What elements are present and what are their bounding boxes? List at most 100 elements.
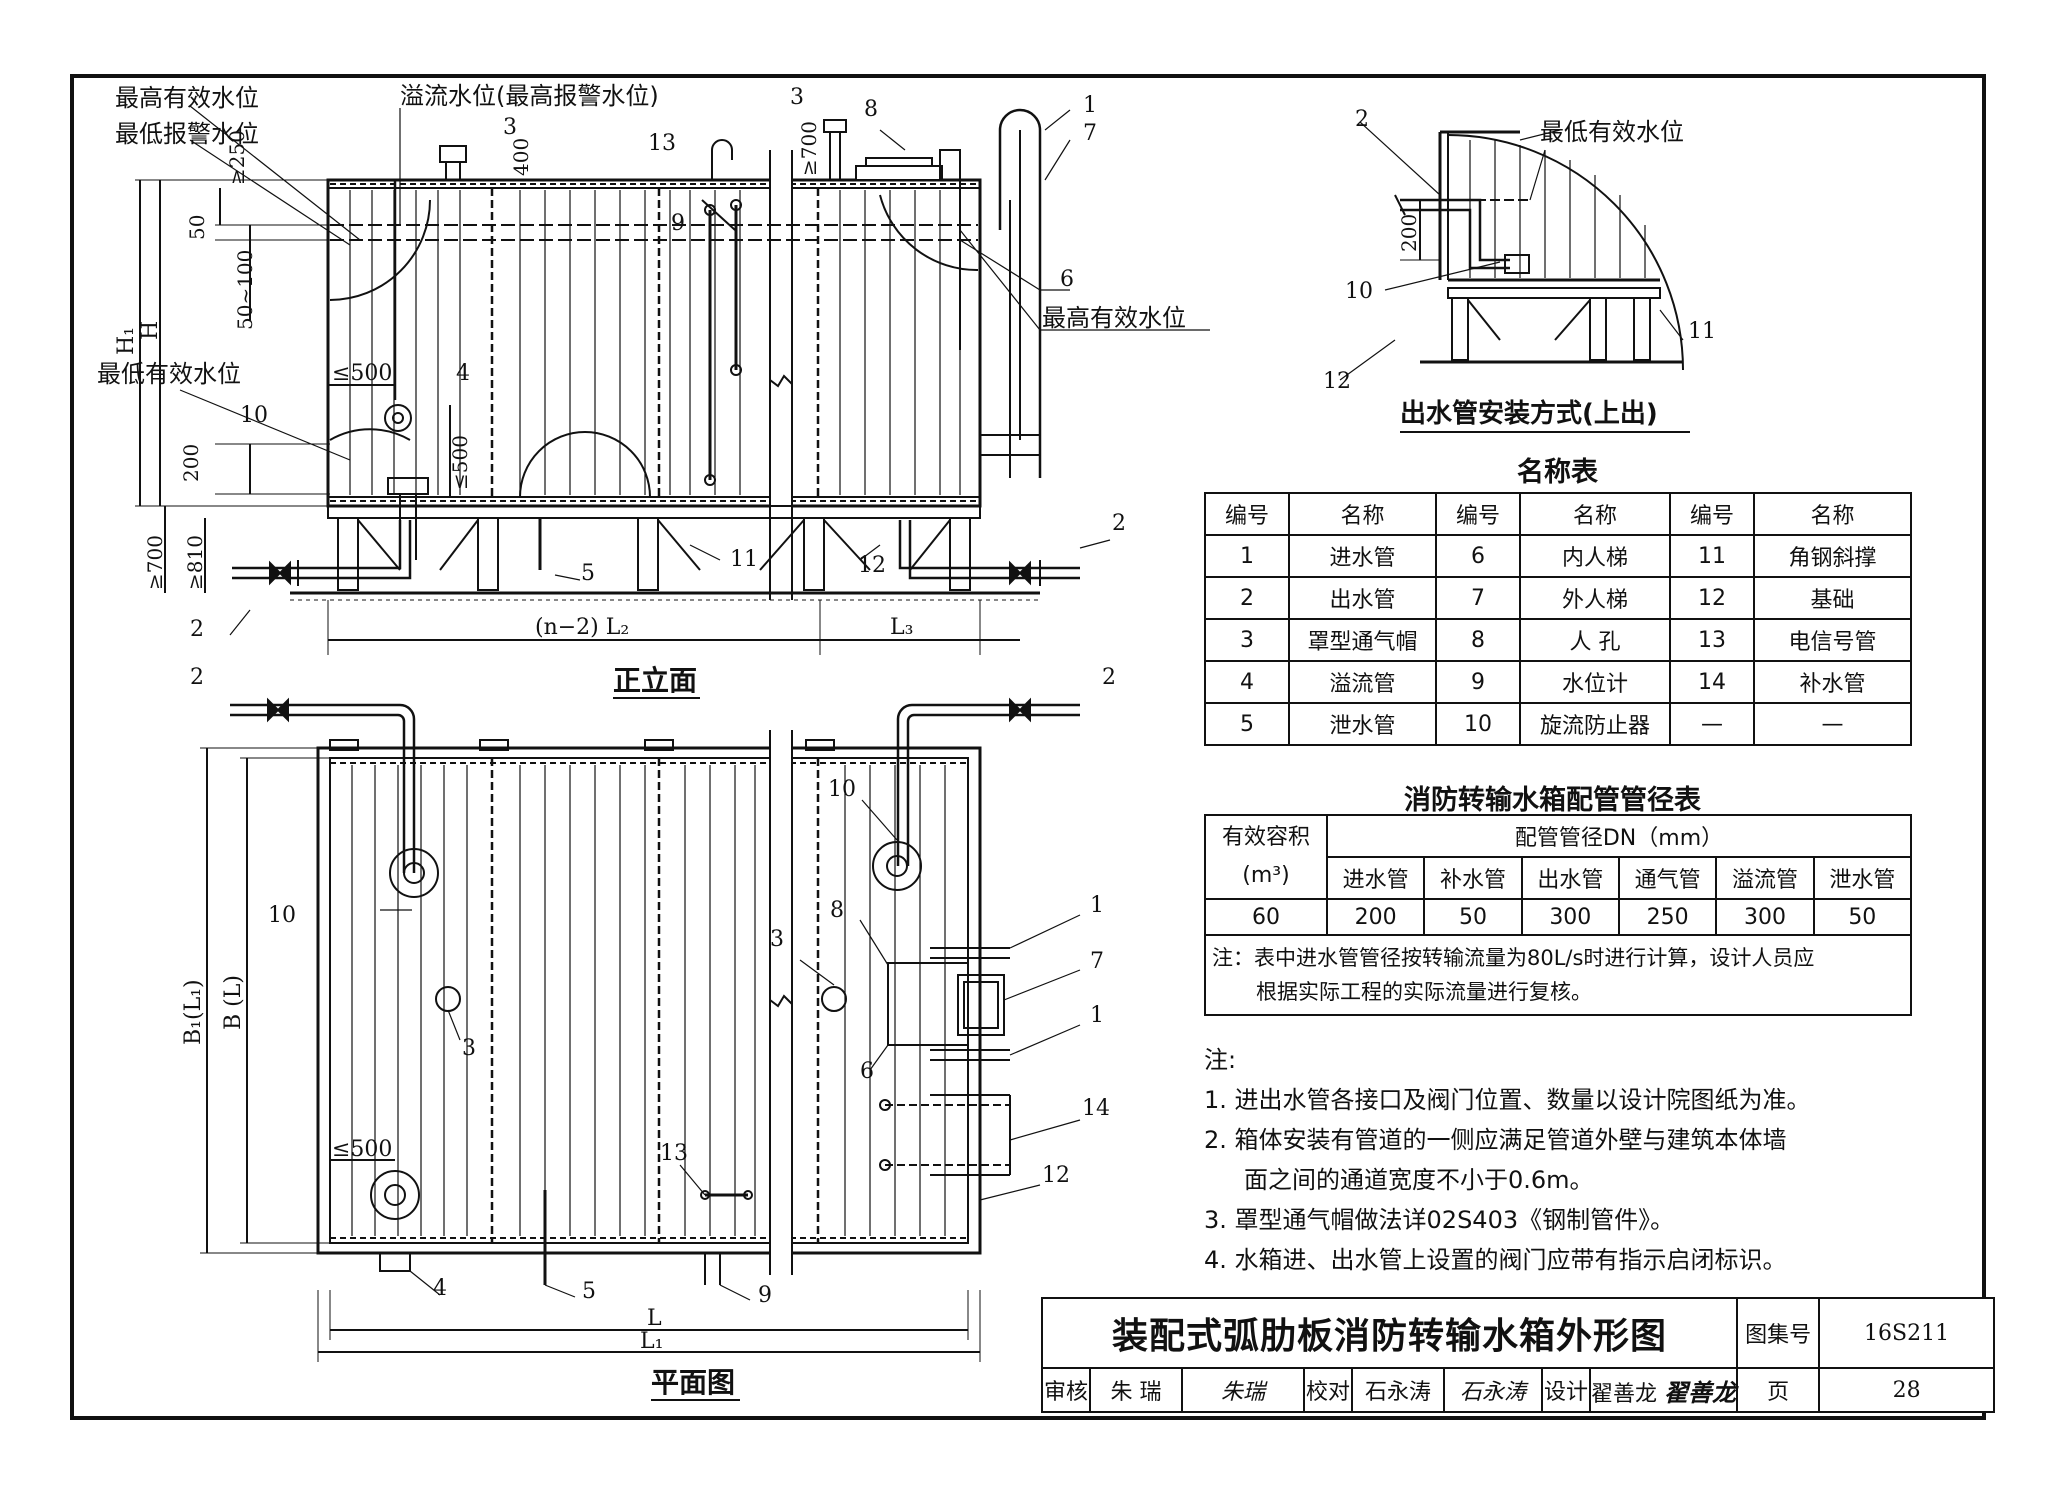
front-labels: 最高有效水位 最低报警水位 溢流水位(最高报警水位) 最低有效水位 最高有效水位… <box>97 82 1186 699</box>
plan-callout-13: 13 <box>660 1141 688 1166</box>
pipe-table-title: 消防转输水箱配管管径表 <box>1404 785 1701 816</box>
names-cell: 12 <box>1669 576 1755 620</box>
names-cell: 进水管 <box>1288 534 1437 578</box>
pipe-table-note: 注：表中进水管管径按转输流量为80L/s时进行计算，设计人员应 根据实际工程的实… <box>1204 934 1912 1016</box>
outlet-detail <box>1339 121 1684 381</box>
reviewer-name: 朱 瑞 <box>1089 1367 1183 1413</box>
note-item: 4. 水箱进、出水管上设置的阀门应带有指示启闭标识。 <box>1204 1246 1787 1274</box>
callout-8: 8 <box>864 97 878 122</box>
pipe-sub-header: 进水管 <box>1325 856 1426 900</box>
names-cell: 旋流防止器 <box>1519 702 1671 746</box>
note-item: 2. 箱体安装有管道的一侧应满足管道外壁与建筑本体墙 <box>1204 1126 1787 1154</box>
detail-callout-2: 2 <box>1355 107 1369 132</box>
names-cell: — <box>1753 702 1912 746</box>
plan-callout-3-right: 3 <box>770 927 784 952</box>
callout-2-right: 2 <box>1112 511 1126 536</box>
pipe-sub-header: 出水管 <box>1520 856 1620 900</box>
names-cell: 5 <box>1204 702 1290 746</box>
checker-signature: 石永涛 <box>1443 1367 1543 1413</box>
names-header-name: 名称 <box>1519 492 1671 536</box>
names-cell: 溢流管 <box>1288 660 1437 704</box>
plan-callout-8: 8 <box>830 898 844 923</box>
names-cell: 水位计 <box>1519 660 1671 704</box>
callout-13: 13 <box>648 131 676 156</box>
plan-callout-10-right: 10 <box>828 777 856 802</box>
names-table: 编号 名称 编号 名称 编号 名称 1 进水管 6 内人梯 11 角钢斜撑 2 … <box>1204 492 1912 746</box>
callout-5: 5 <box>581 561 595 586</box>
detail-dim-200: 200 <box>1397 214 1421 252</box>
designer-name: 翟善龙 <box>1591 1381 1658 1407</box>
pipe-sub-header: 泄水管 <box>1812 856 1913 900</box>
notes-heading: 注: <box>1204 1046 1237 1074</box>
callout-6: 6 <box>1060 267 1074 292</box>
pipe-cell: 300 <box>1520 898 1620 936</box>
callout-12: 12 <box>858 553 886 578</box>
plan-callout-10-left: 10 <box>268 903 296 928</box>
pipe-sub-header: 通气管 <box>1617 856 1718 900</box>
plan-view <box>200 697 1081 1362</box>
check-label: 校对 <box>1303 1367 1353 1413</box>
pipe-sub-header: 溢流管 <box>1715 856 1815 900</box>
names-cell: 13 <box>1669 618 1755 662</box>
names-table-title: 名称表 <box>1517 457 1598 488</box>
names-cell: 补水管 <box>1753 660 1912 704</box>
names-cell: 泄水管 <box>1288 702 1437 746</box>
names-cell: 6 <box>1435 534 1521 578</box>
dim-ge250: ≥250 <box>225 130 249 185</box>
plan-callout-6: 6 <box>860 1059 874 1084</box>
names-cell: — <box>1669 702 1755 746</box>
front-view-title: 正立面 <box>613 664 697 697</box>
names-cell: 9 <box>1435 660 1521 704</box>
names-header-no: 编号 <box>1204 492 1290 536</box>
sheet-border <box>70 74 1986 1420</box>
names-cell: 4 <box>1204 660 1290 704</box>
pipe-volume-header: 有效容积 (m³) <box>1204 814 1328 900</box>
plan-callout-1-bottom: 1 <box>1090 1003 1104 1028</box>
names-header-no: 编号 <box>1435 492 1521 536</box>
pipe-cell: 50 <box>1423 898 1523 936</box>
dim-bl: B (L) <box>221 975 246 1030</box>
reviewer-signature: 朱瑞 <box>1181 1367 1305 1413</box>
pipe-cell: 200 <box>1325 898 1426 936</box>
pipe-cell: 60 <box>1204 898 1328 936</box>
note-item: 3. 罩型通气帽做法详02S403《钢制管件》。 <box>1204 1206 1675 1234</box>
names-cell: 角钢斜撑 <box>1753 534 1912 578</box>
callout-1: 1 <box>1083 93 1097 118</box>
names-cell: 11 <box>1669 534 1755 578</box>
drawing-title: 装配式弧肋板消防转输水箱外形图 <box>1040 1297 1739 1369</box>
names-header-name: 名称 <box>1288 492 1437 536</box>
front-elevation <box>135 105 1210 655</box>
names-cell: 7 <box>1435 576 1521 620</box>
callout-2-left: 2 <box>190 617 204 642</box>
page-number: 28 <box>1818 1367 1996 1413</box>
names-cell: 罩型通气帽 <box>1288 618 1437 662</box>
general-notes: 注: 1. 进出水管各接口及阀门位置、数量以设计院图纸为准。 2. 箱体安装有管… <box>1204 1040 1811 1280</box>
pipe-cell: 250 <box>1617 898 1718 936</box>
callout-3-right: 3 <box>790 85 804 110</box>
dim-700-top: ≥700 <box>797 121 821 176</box>
dim-l: L <box>647 1306 662 1331</box>
callout-9: 9 <box>671 211 685 236</box>
label-min-effective: 最低有效水位 <box>97 360 241 388</box>
dim-le500-plan: ≤500 <box>332 1137 392 1162</box>
dim-50-100: 50~100 <box>233 250 257 330</box>
pipe-table: 有效容积 (m³) 配管管径DN（mm） 进水管 补水管 出水管 通气管 溢流管… <box>1204 814 1913 1016</box>
pipe-note-line2: 根据实际工程的实际流量进行复核。 <box>1256 980 1592 1004</box>
dim-b1l1: B₁(L₁) <box>181 979 206 1045</box>
detail-callout-10: 10 <box>1345 279 1373 304</box>
names-cell: 10 <box>1435 702 1521 746</box>
pipe-volume-header-line1: 有效容积 <box>1221 825 1310 850</box>
callout-3: 3 <box>503 115 517 140</box>
plan-view-title: 平面图 <box>651 1366 735 1399</box>
names-cell: 基础 <box>1753 576 1912 620</box>
label-max-effective-right: 最高有效水位 <box>1042 304 1186 332</box>
dim-le500-b: ≤500 <box>448 435 472 490</box>
plan-callout-12: 12 <box>1042 1163 1070 1188</box>
dim-n2l2: (n−2) L₂ <box>535 615 629 640</box>
checker-name: 石永涛 <box>1351 1367 1445 1413</box>
names-cell: 14 <box>1669 660 1755 704</box>
designer-name-and-signature: 翟善龙 翟善龙 <box>1588 1367 1739 1413</box>
callout-10: 10 <box>240 403 268 428</box>
names-cell: 电信号管 <box>1753 618 1912 662</box>
